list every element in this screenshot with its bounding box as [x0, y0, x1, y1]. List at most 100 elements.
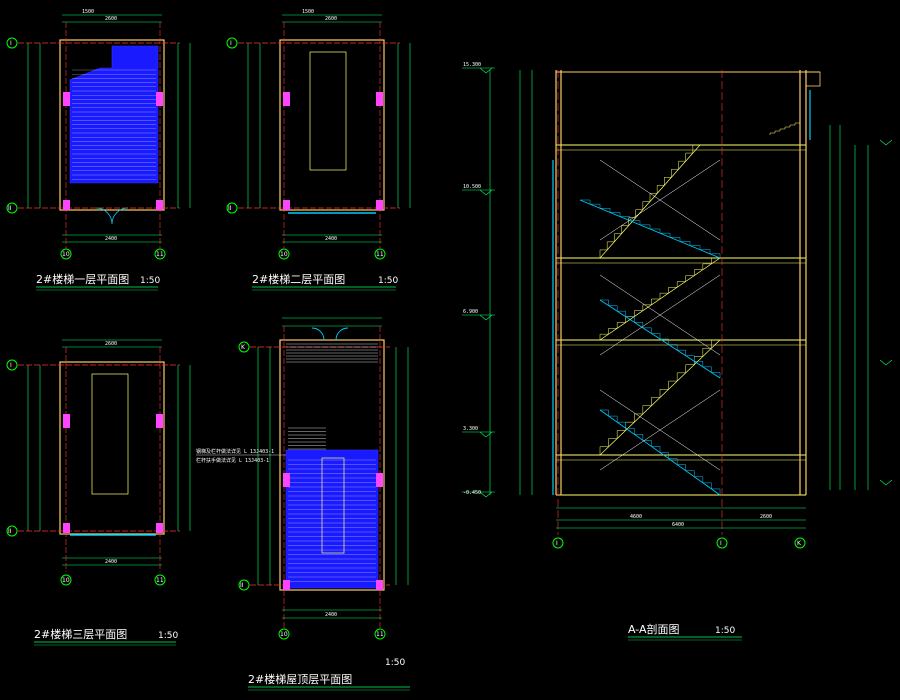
- grid-label-I-2: I: [230, 40, 232, 47]
- step: [610, 212, 621, 217]
- step: [616, 430, 626, 439]
- dim-bottom-4: 2400: [325, 612, 337, 618]
- step: [617, 421, 626, 429]
- step: [634, 413, 643, 423]
- step: [668, 344, 678, 351]
- step: [656, 185, 665, 194]
- grid-label-I: I: [10, 40, 12, 47]
- step: [634, 322, 644, 328]
- level-marker-right: [879, 359, 893, 366]
- plan-ground-floor: [6, 14, 191, 260]
- step: [650, 228, 661, 234]
- dim-bottom-2: 2400: [325, 236, 337, 242]
- level-marker: [479, 67, 493, 74]
- elev-4: 3.300: [463, 426, 478, 432]
- step: [680, 241, 691, 246]
- step: [608, 415, 618, 423]
- step: [685, 364, 695, 373]
- step: [676, 281, 686, 288]
- grid-label-11: 11: [156, 251, 164, 258]
- step: [710, 253, 721, 258]
- roof-step: [769, 132, 775, 135]
- step: [659, 292, 669, 299]
- step: [668, 458, 678, 465]
- section-title: A-A剖面图: [628, 622, 680, 636]
- grid-label-10-2: 10: [280, 251, 288, 258]
- step: [608, 438, 618, 447]
- section-grid-label-2: I: [720, 540, 722, 547]
- step: [702, 366, 712, 373]
- step: [694, 269, 703, 276]
- grid-label-II: II: [8, 205, 12, 212]
- step: [599, 249, 608, 258]
- step: [642, 327, 652, 334]
- dim-top-4: 2600: [325, 16, 337, 22]
- step: [634, 434, 644, 441]
- plan3-title: 2#楼梯三层平面图: [34, 627, 127, 641]
- step: [616, 322, 626, 329]
- elev-1: 15.300: [463, 62, 481, 68]
- section-a-a: [462, 67, 893, 549]
- grid-label-11-2: 11: [376, 251, 384, 258]
- grid-label-K: K: [241, 344, 246, 351]
- step: [642, 201, 650, 210]
- step: [634, 310, 643, 317]
- level-marker: [479, 314, 493, 321]
- step: [685, 152, 693, 162]
- step: [625, 316, 635, 323]
- step: [625, 427, 635, 435]
- section-dim-b: 2600: [760, 514, 772, 520]
- roof-step: [784, 126, 790, 129]
- plan4-title: 2#楼梯屋顶层平面图: [248, 672, 352, 686]
- section-grid-label-3: K: [797, 540, 802, 547]
- grid-label-10-3: 10: [62, 577, 70, 584]
- plan4-scale: 1:50: [385, 658, 405, 668]
- level-marker-right: [879, 139, 893, 146]
- break-line: [599, 389, 721, 471]
- roof-step: [794, 122, 800, 125]
- step: [711, 257, 720, 264]
- step: [600, 409, 609, 417]
- step: [685, 275, 695, 282]
- dim-top-5: 2600: [105, 341, 117, 347]
- step: [677, 464, 686, 471]
- step: [711, 488, 721, 495]
- step: [685, 470, 695, 477]
- plan1-title: 2#楼梯一层平面图: [36, 272, 129, 286]
- step: [590, 203, 601, 209]
- grid-label-11-4: 11: [376, 631, 384, 638]
- step: [690, 245, 701, 250]
- step: [677, 349, 686, 356]
- level-marker: [479, 189, 493, 196]
- plan-third-floor: [6, 339, 191, 586]
- step: [678, 160, 686, 170]
- step: [668, 380, 678, 390]
- section-scale: 1:50: [715, 626, 735, 636]
- plan2-title: 2#楼梯二层平面图: [252, 272, 345, 286]
- step: [711, 372, 721, 378]
- step: [660, 452, 669, 459]
- plan-roof-floor: 钢梯及栏杆做法详见 L 13J403-1 栏杆扶手做法详见 L 13J403-1: [196, 317, 409, 640]
- step: [614, 233, 622, 242]
- step: [692, 144, 700, 154]
- step: [702, 347, 712, 357]
- step: [651, 446, 661, 453]
- step: [608, 305, 618, 312]
- grid-label-10-4: 10: [280, 631, 288, 638]
- step: [660, 338, 669, 345]
- plan3-scale: 1:50: [158, 631, 178, 641]
- plan1-scale: 1:50: [140, 276, 160, 286]
- level-marker: [479, 491, 493, 498]
- dim-top-2: 2600: [105, 16, 117, 22]
- step: [660, 232, 671, 238]
- step: [620, 216, 631, 221]
- step: [694, 476, 704, 483]
- grid-label-I-3: I: [10, 362, 12, 369]
- step: [670, 237, 681, 242]
- step: [664, 177, 672, 186]
- roof-step: [774, 130, 780, 133]
- dim-top-3: 1500: [302, 9, 314, 15]
- step: [580, 199, 591, 205]
